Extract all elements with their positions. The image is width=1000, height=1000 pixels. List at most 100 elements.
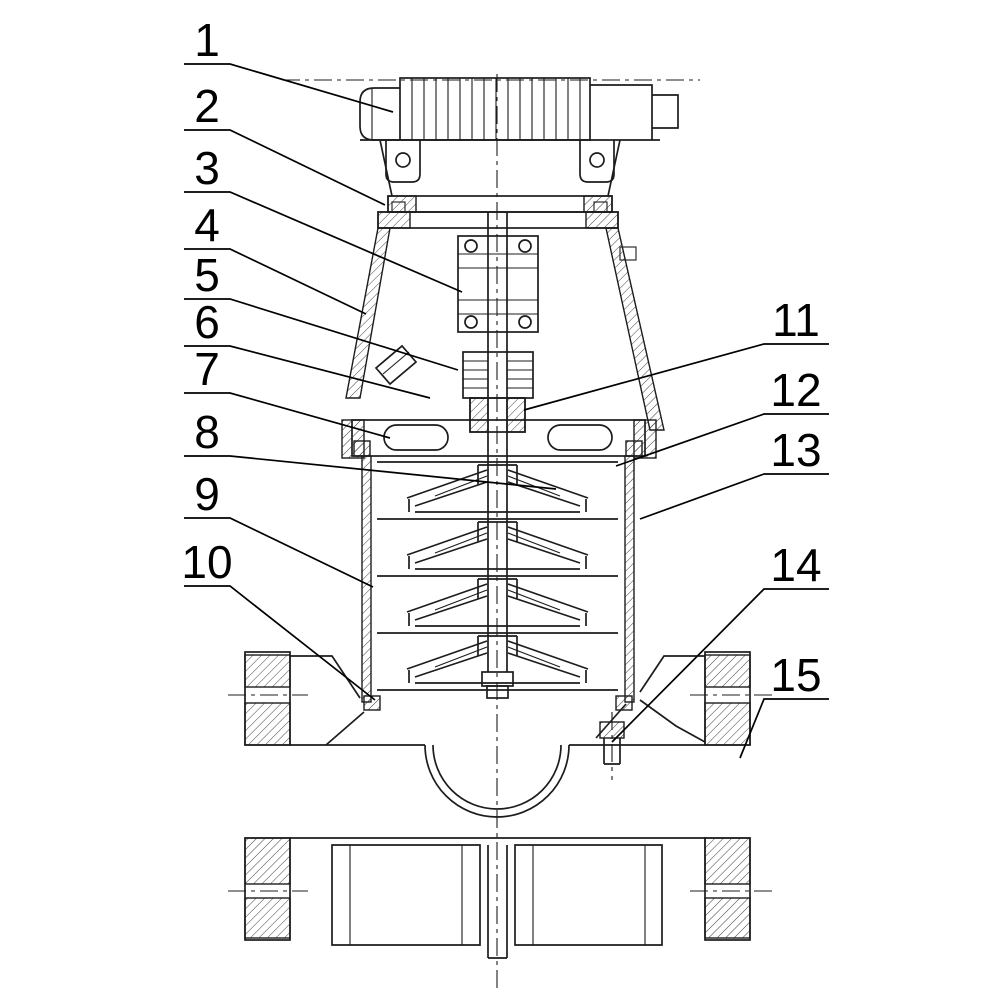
callout-1: 1 [184, 14, 394, 113]
lantern-nut-left [391, 201, 406, 213]
motor-cooling-fins [411, 78, 581, 140]
sleeve-right-wall [624, 455, 635, 703]
callout-label-1: 1 [194, 14, 220, 66]
callout-label-12: 12 [770, 364, 821, 416]
coupling-body [457, 235, 539, 333]
callout-8: 8 [184, 406, 557, 490]
callout-2: 2 [184, 80, 386, 206]
callout-label-4: 4 [194, 199, 220, 251]
impeller-stack [376, 461, 619, 699]
lantern-bracket [345, 201, 665, 431]
callout-12: 12 [615, 364, 829, 467]
casing-right-wall [639, 699, 706, 743]
motor-bell-walls [379, 139, 621, 197]
drain-plug-head [599, 721, 625, 739]
callout-label-8: 8 [194, 406, 220, 458]
shaft-lock-nut [486, 685, 509, 699]
port-flanges [244, 651, 751, 941]
lantern-wall-bolt [619, 246, 637, 261]
callout-14: 14 [611, 539, 829, 743]
coupling-bolt [464, 239, 478, 253]
callout-label-13: 13 [770, 424, 821, 476]
sleeve-foot-right [615, 695, 633, 711]
callout-leader-15 [739, 698, 829, 759]
callout-15: 15 [739, 649, 829, 759]
callout-leader-2 [184, 129, 386, 206]
callout-11: 11 [523, 294, 829, 411]
lantern-nut-right [593, 201, 608, 213]
coupling-bolt [518, 315, 532, 329]
drain-plug-body [603, 738, 621, 765]
mechanical-seal [462, 351, 534, 433]
head-slot-right [547, 424, 613, 451]
callout-leader-4 [184, 248, 367, 315]
callout-4: 4 [184, 199, 367, 315]
callout-label-11: 11 [772, 294, 820, 346]
callout-7: 7 [184, 343, 391, 439]
pump-shaft [487, 212, 508, 672]
lantern-top-plate [377, 211, 619, 229]
motor-fin-block [399, 77, 591, 141]
base-center-rib [487, 845, 508, 959]
lantern-left-wall [345, 227, 391, 399]
motor-left-lug [385, 140, 421, 183]
pump-casing [290, 655, 706, 839]
motor [359, 77, 679, 141]
callout-label-3: 3 [194, 142, 220, 194]
coupling [457, 235, 539, 333]
callout-10: 10 [181, 536, 376, 701]
callout-label-10: 10 [181, 536, 232, 588]
sleeve-top-clamp-left [353, 440, 371, 457]
callout-leader-13 [639, 473, 829, 520]
coupling-bolt [518, 239, 532, 253]
callout-leader-10 [184, 585, 376, 701]
motor-right-endcap [590, 84, 679, 140]
callout-leader-1 [184, 63, 394, 113]
callout-leader-9 [184, 517, 374, 588]
callout-13: 13 [639, 424, 829, 520]
callout-leader-3 [184, 191, 463, 293]
callout-3: 3 [184, 142, 463, 293]
motor-flange-plate [387, 195, 613, 213]
casing-left-shoulder [290, 655, 361, 699]
coupling-bolt [464, 315, 478, 329]
sleeve-top-clamp-right [625, 440, 643, 457]
callout-label-2: 2 [194, 80, 220, 132]
head-slot-left [383, 424, 449, 451]
motor-left-endcap [359, 87, 400, 141]
outer-sleeve [353, 440, 643, 711]
callout-label-5: 5 [194, 249, 220, 301]
seal-gland [462, 351, 534, 399]
centerlines [228, 74, 772, 988]
motor-left-lug-hole [395, 152, 411, 168]
sleeve-left-wall [361, 455, 372, 703]
callout-leader-12 [615, 413, 829, 467]
sleeve-foot-left [363, 695, 381, 711]
suction-dome-inner [432, 744, 562, 810]
lantern-right-wall [605, 227, 665, 431]
callout-leader-6 [184, 345, 431, 399]
callout-6: 6 [184, 296, 431, 399]
casing-right-shoulder [639, 655, 705, 693]
callout-leader-7 [184, 392, 391, 439]
callout-label-6: 6 [194, 296, 220, 348]
callout-leader-11 [523, 343, 829, 411]
base-right-block [514, 844, 663, 946]
callout-leader-8 [184, 455, 557, 490]
callout-leader-14 [611, 588, 829, 743]
suction-dome-outer [424, 744, 570, 818]
callout-label-14: 14 [770, 539, 821, 591]
callout-label-7: 7 [194, 343, 220, 395]
callout-label-9: 9 [194, 468, 220, 520]
motor-adapter [379, 139, 621, 213]
callout-leader-5 [184, 298, 459, 371]
pump-head [341, 419, 657, 459]
callout-5: 5 [184, 249, 459, 371]
motor-right-lug [579, 140, 615, 183]
base-left-block [331, 844, 481, 946]
side-fitting-boss [374, 344, 418, 386]
pump-base [331, 844, 663, 959]
motor-right-lug-hole [589, 152, 605, 168]
